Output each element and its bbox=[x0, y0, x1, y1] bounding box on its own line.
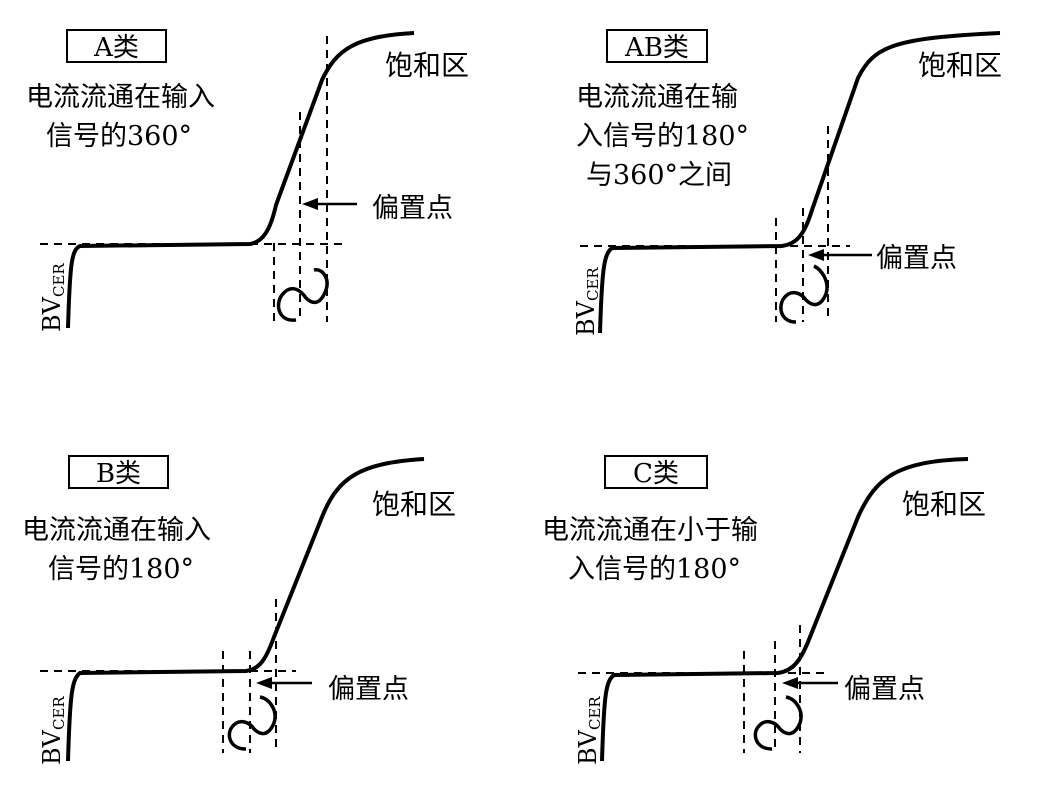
curve-diagram-c bbox=[578, 457, 969, 762]
saturation-label: 饱和区 bbox=[385, 49, 470, 82]
desc-line: 电流流通在输入 bbox=[26, 82, 215, 113]
transfer-curve bbox=[598, 31, 1001, 334]
desc-line: 入信号的180° bbox=[576, 121, 750, 152]
class-label: AB类 bbox=[606, 29, 708, 63]
bv-sub: CER bbox=[586, 696, 604, 731]
desc-line: 入信号的180° bbox=[568, 554, 742, 585]
bias-arrowhead bbox=[256, 677, 272, 689]
bv-main: BV bbox=[38, 297, 66, 332]
bv-cer-label: BVCER bbox=[572, 267, 602, 336]
desc-line: 与360°之间 bbox=[586, 160, 733, 191]
transfer-curve bbox=[66, 457, 425, 762]
bias-arrowhead bbox=[808, 249, 824, 261]
bv-sub: CER bbox=[584, 267, 602, 302]
panel-class-a: A类 电流流通在输入 信号的360° 饱和区 偏置点 BVCER bbox=[0, 0, 520, 393]
desc-line: 信号的360° bbox=[46, 121, 193, 152]
class-description: 电流流通在输入 信号的360° bbox=[26, 78, 215, 156]
bv-cer-label: BVCER bbox=[38, 696, 68, 765]
bv-cer-label: BVCER bbox=[38, 263, 68, 332]
bv-cer-label: BVCER bbox=[574, 696, 604, 765]
bias-point-label: 偏置点 bbox=[372, 193, 453, 224]
input-sine bbox=[753, 695, 803, 751]
bv-sub: CER bbox=[50, 696, 68, 731]
input-sine bbox=[227, 695, 277, 751]
class-label: A类 bbox=[66, 29, 167, 63]
class-label: B类 bbox=[68, 455, 169, 489]
desc-line: 电流流通在输入 bbox=[22, 515, 211, 546]
input-sine bbox=[779, 264, 829, 324]
saturation-label: 饱和区 bbox=[918, 49, 1003, 82]
bias-point-label: 偏置点 bbox=[328, 674, 409, 705]
desc-line: 电流流通在输 bbox=[576, 82, 738, 113]
panel-class-b: B类 电流流通在输入 信号的180° 饱和区 偏置点 BVCER bbox=[0, 393, 520, 786]
curve-diagram-ab bbox=[580, 31, 1001, 334]
bv-main: BV bbox=[38, 730, 66, 765]
class-description: 电流流通在小于输 入信号的180° bbox=[542, 511, 758, 589]
transfer-curve bbox=[66, 31, 415, 329]
panel-class-c: C类 电流流通在小于输 入信号的180° 饱和区 偏置点 BVCER bbox=[520, 393, 1040, 786]
bv-main: BV bbox=[572, 301, 600, 336]
class-description: 电流流通在输 入信号的180° 与360°之间 bbox=[576, 78, 749, 195]
bv-main: BV bbox=[574, 730, 602, 765]
input-sine bbox=[276, 268, 329, 322]
bv-sub: CER bbox=[50, 263, 68, 298]
desc-line: 电流流通在小于输 bbox=[542, 515, 758, 546]
class-description: 电流流通在输入 信号的180° bbox=[22, 511, 211, 589]
bias-arrowhead bbox=[302, 198, 318, 210]
desc-line: 信号的180° bbox=[48, 554, 195, 585]
curve-diagram-a bbox=[40, 31, 415, 329]
bias-arrowhead bbox=[782, 677, 798, 689]
saturation-label: 饱和区 bbox=[902, 488, 987, 521]
panel-class-ab: AB类 电流流通在输 入信号的180° 与360°之间 饱和区 偏置点 BVCE… bbox=[520, 0, 1040, 393]
class-label: C类 bbox=[604, 455, 708, 489]
curve-diagram-b bbox=[40, 457, 425, 762]
bias-point-label: 偏置点 bbox=[876, 243, 957, 274]
bias-point-label: 偏置点 bbox=[844, 674, 925, 705]
saturation-label: 饱和区 bbox=[372, 488, 457, 521]
